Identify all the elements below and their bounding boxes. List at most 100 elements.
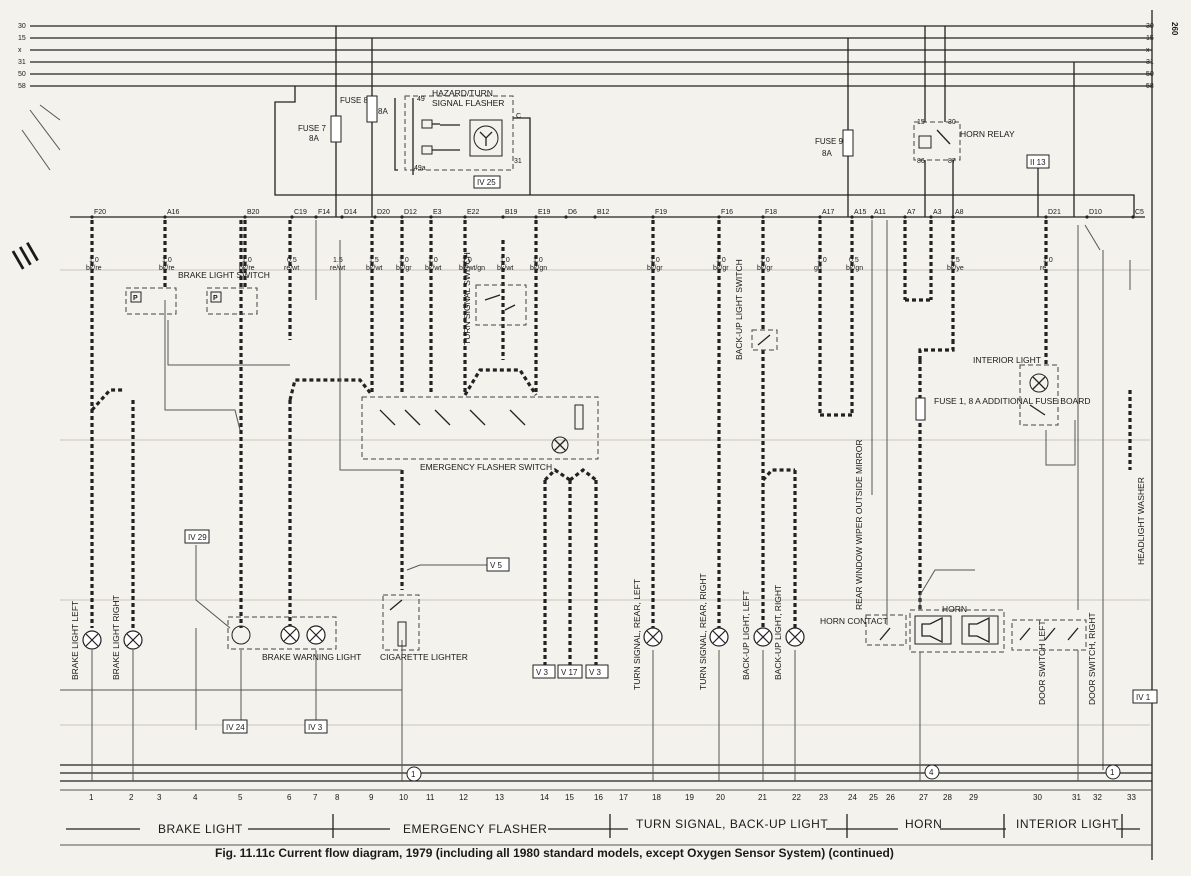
- fuse-8: FUSE 8 8A: [340, 95, 388, 123]
- connector-dot: [340, 215, 344, 219]
- connector-label: A3: [933, 209, 942, 216]
- connector-label: C5: [1135, 209, 1144, 216]
- column-number: 9: [369, 793, 374, 802]
- connector-label: C19: [294, 209, 307, 216]
- connector-label: F18: [765, 209, 777, 216]
- section-bar: BRAKE LIGHT EMERGENCY FLASHER TURN SIGNA…: [66, 814, 1140, 838]
- column-number: 27: [919, 793, 928, 802]
- roman-mark: III: [7, 104, 61, 277]
- ref-iv3: IV 3: [308, 723, 323, 732]
- ref-v3a: V 3: [536, 668, 549, 677]
- interior-light: INTERIOR LIGHT: [973, 355, 1059, 426]
- headlight-washer-label: HEADLIGHT WASHER: [1136, 477, 1146, 565]
- wire-color: bk/gn: [846, 265, 863, 272]
- horn-relay-t86: 86: [917, 158, 925, 165]
- brake-warning-light-label: BRAKE WARNING LIGHT: [262, 652, 361, 662]
- column-number: 31: [1072, 793, 1081, 802]
- connector-dot: [373, 215, 377, 219]
- horn-relay-t15: 15: [917, 119, 925, 126]
- wire-color: bk/re: [159, 265, 175, 272]
- section-turn-signal: TURN SIGNAL, BACK-UP LIGHT: [636, 817, 828, 831]
- column-number: 26: [886, 793, 895, 802]
- connector-label: D14: [344, 209, 357, 216]
- ref-boxes: IV 29 IV 24 IV 3 V 5 V 3 V 17 V 3 IV 1: [184, 529, 1158, 734]
- column-number: 8: [335, 793, 340, 802]
- section-horn: HORN: [905, 817, 942, 831]
- column-number: 23: [819, 793, 828, 802]
- wire-gauge: 1.0: [716, 257, 726, 264]
- horn-label: HORN: [942, 604, 967, 614]
- column-number: 13: [495, 793, 504, 802]
- connector-dot: [1085, 215, 1089, 219]
- bus-label-right-50: 50: [1146, 71, 1154, 78]
- bus-label-right-31: 31: [1146, 59, 1154, 66]
- wire-gauge: 1.0: [650, 257, 660, 264]
- ref-iv1: IV 1: [1136, 693, 1151, 702]
- power-risers: [274, 26, 1135, 217]
- brake-warning-light: BRAKE WARNING LIGHT: [227, 616, 361, 662]
- emergency-flasher-switch-label: EMERGENCY FLASHER SWITCH: [420, 462, 552, 472]
- horn-relay-ref: II 13: [1030, 158, 1046, 167]
- column-number: 28: [943, 793, 952, 802]
- hazard-flasher: HAZARD/TURN SIGNAL FLASHER 49 49a C 31 I…: [404, 88, 531, 195]
- connector-dot: [290, 215, 294, 219]
- flasher-ref: IV 25: [477, 178, 496, 187]
- connector-label: D12: [404, 209, 417, 216]
- column-number: 16: [594, 793, 603, 802]
- routing-wires: [60, 224, 1101, 730]
- fuse7-rating: 8A: [309, 134, 319, 143]
- rear-window-wiper-label: REAR WINDOW WIPER OUTSIDE MIRROR: [854, 440, 864, 610]
- connector-label: A15: [854, 209, 867, 216]
- figure-caption: Fig. 11.11c Current flow diagram, 1979 (…: [215, 846, 894, 860]
- wire-color: bk/ye: [947, 265, 964, 272]
- wire-gauge: 1.0: [399, 257, 409, 264]
- wire-gauge: 1.5: [950, 257, 960, 264]
- column-number: 12: [459, 793, 468, 802]
- brake-light-left-label: BRAKE LIGHT LEFT: [70, 601, 80, 680]
- wire-gauge: 1.0: [760, 257, 770, 264]
- connector-label: A17: [822, 209, 835, 216]
- emergency-flasher-switch: EMERGENCY FLASHER SWITCH: [361, 396, 599, 472]
- lamp: [82, 630, 102, 650]
- connector-label: E22: [467, 209, 480, 216]
- fuse9-label: FUSE 9: [815, 137, 844, 146]
- connector-dot: [929, 215, 933, 219]
- bus-label-left-15: 15: [18, 35, 26, 42]
- wire-gauge: 1.0: [817, 257, 827, 264]
- column-number: 14: [540, 793, 549, 802]
- connector-label: B12: [597, 209, 610, 216]
- turn-signal-rear-left-label: TURN SIGNAL, REAR, LEFT: [632, 579, 642, 690]
- brake-light-switch-label: BRAKE LIGHT SWITCH: [178, 270, 270, 280]
- section-brake-light: BRAKE LIGHT: [158, 822, 243, 836]
- connector-dot: [870, 215, 874, 219]
- vertical-wires: [90, 220, 1132, 770]
- wire-color: bk/wt: [366, 265, 382, 272]
- lamp: [280, 625, 300, 645]
- column-number: 33: [1127, 793, 1136, 802]
- horn-relay-label: HORN RELAY: [960, 129, 1015, 139]
- column-number: 22: [792, 793, 801, 802]
- column-number: 20: [716, 793, 725, 802]
- interior-light-label: INTERIOR LIGHT: [973, 355, 1041, 365]
- horn-contact: HORN CONTACT: [820, 614, 907, 646]
- connector-dot: [501, 215, 505, 219]
- connector-label: D10: [1089, 209, 1102, 216]
- column-number: 6: [287, 793, 292, 802]
- section-emergency-flasher: EMERGENCY FLASHER: [403, 822, 547, 836]
- connector-label: F16: [721, 209, 733, 216]
- wire-gauge: 1.0: [162, 257, 172, 264]
- lamp: [123, 630, 143, 650]
- bus-label-right-x: x: [1146, 47, 1150, 54]
- ref-v5: V 5: [490, 561, 503, 570]
- wire-labels: 1.0bk/re1.0bk/re1.0bk/re0.5re/wt1.5re/wt…: [86, 257, 1053, 272]
- connector-label: E19: [538, 209, 551, 216]
- door-switches: DOOR SWITCH LEFT DOOR SWITCH, RIGHT: [1011, 612, 1097, 705]
- column-number: 15: [565, 793, 574, 802]
- fuse1-label: FUSE 1, 8 A ADDITIONAL FUSE BOARD: [934, 396, 1091, 406]
- column-number: 25: [869, 793, 878, 802]
- connector-label: E3: [433, 209, 442, 216]
- ref-iv29: IV 29: [188, 533, 207, 542]
- flasher-tC: C: [516, 113, 521, 120]
